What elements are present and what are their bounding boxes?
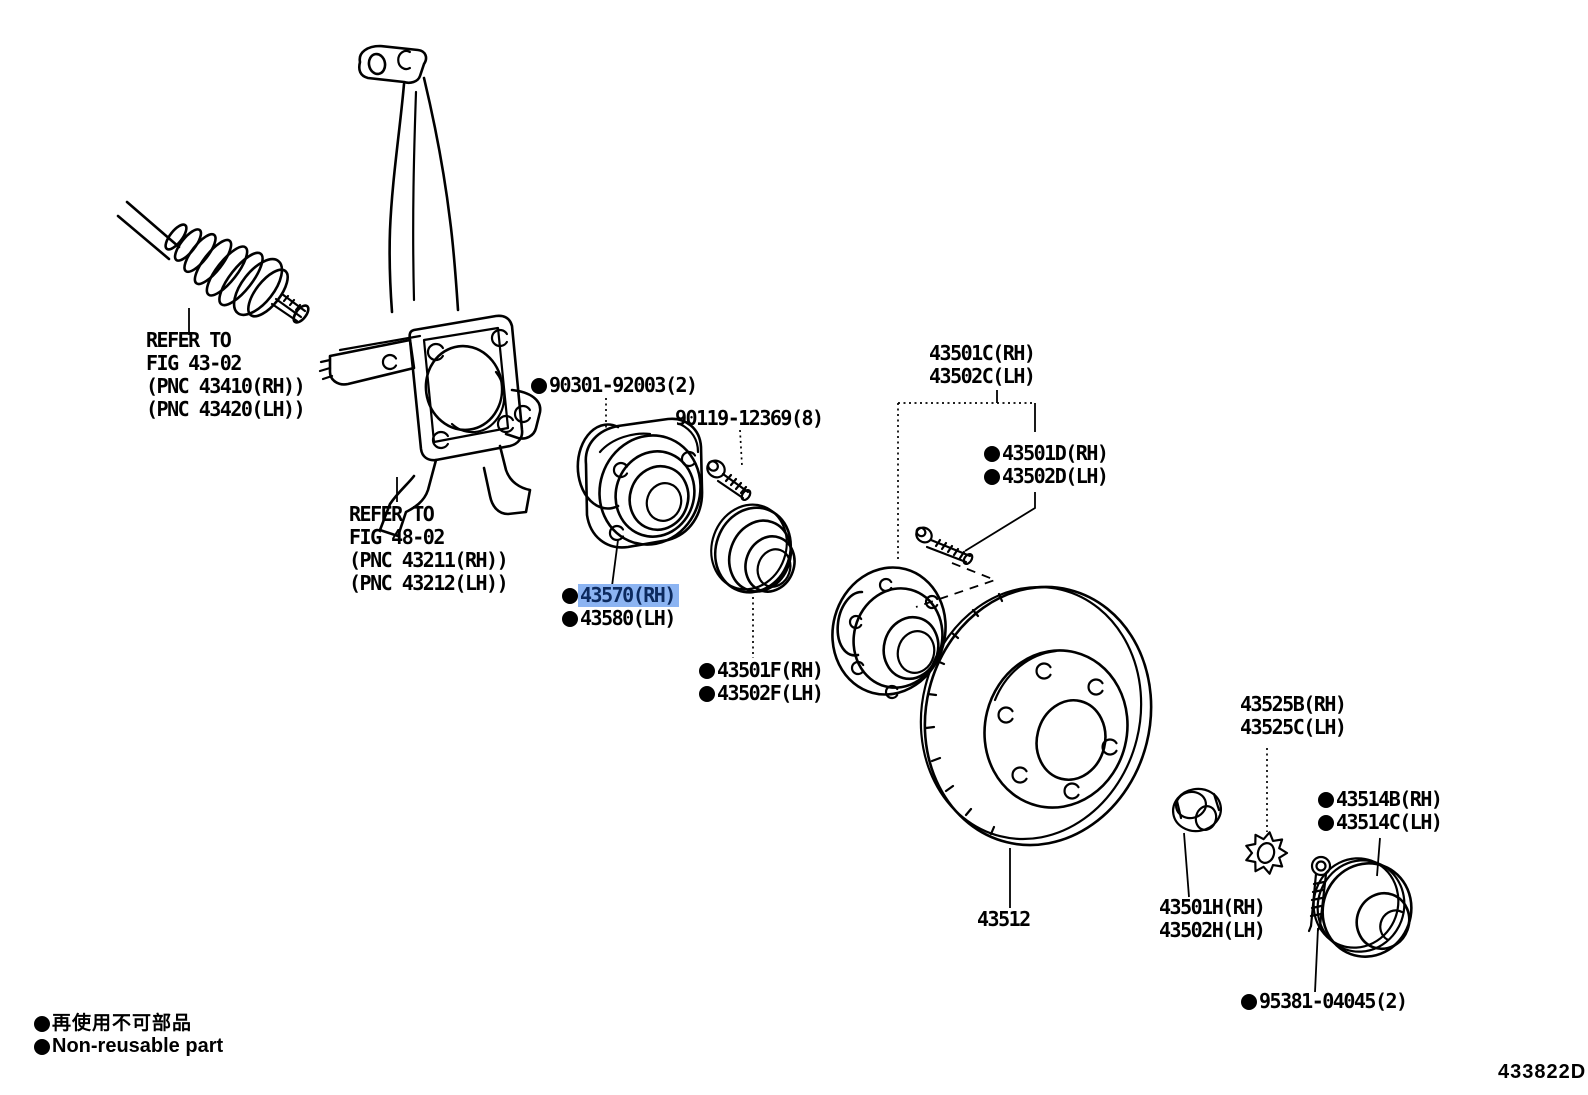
selected-part-highlight: 43570(RH) (578, 584, 679, 607)
refer-note-fig48: REFER TO FIG 48-02 (PNC 43211(RH)) (PNC … (349, 502, 509, 595)
hub-bolt-drawing (706, 459, 752, 502)
part-callout-lock-washer[interactable]: 43525B(RH) 43525C(LH) (1240, 692, 1347, 739)
part-callout-grease-cap[interactable]: 43514B(RH) 43514C(LH) (1318, 788, 1443, 834)
non-reusable-dot-icon (1318, 814, 1334, 831)
non-reusable-dot-icon (984, 445, 1000, 462)
oring-drawing (576, 423, 620, 510)
part-callout-hub[interactable]: 43501C(RH) 43502C(LH) (929, 341, 1036, 388)
drive-shaft-drawing (116, 200, 310, 324)
legend-text-en: Non-reusable part (52, 1035, 224, 1057)
non-reusable-dot-icon (1318, 791, 1334, 808)
part-callout-cotter-pin[interactable]: 95381-04045(2) (1241, 990, 1408, 1013)
part-callout-stud[interactable]: 43501D(RH) 43502D(LH) (984, 442, 1109, 488)
non-reusable-dot-icon (34, 1015, 50, 1032)
brake-disc-drawing (919, 585, 1153, 847)
part-callout-seal[interactable]: 43501F(RH) 43502F(LH) (699, 659, 824, 705)
hub-stud-drawing (915, 526, 974, 566)
figure-code: 433822D (1498, 1061, 1587, 1083)
legend-text-jp: 再使用不可部品 (52, 1012, 193, 1034)
part-callout-hub-bolt[interactable]: 90119-12369(8) (675, 406, 824, 430)
leader-lines (188, 308, 1381, 993)
grease-cap-drawing (1312, 857, 1413, 958)
part-callout-bearing[interactable]: 43570(RH) 43580(LH) (562, 584, 679, 630)
refer-note-fig43: REFER TO FIG 43-02 (PNC 43410(RH)) (PNC … (146, 328, 306, 421)
non-reusable-dot-icon (699, 685, 715, 702)
part-callout-oring[interactable]: 90301-92003(2) (531, 374, 698, 397)
steering-knuckle-drawing (318, 44, 542, 538)
hub-bearing-drawing (584, 417, 704, 549)
non-reusable-dot-icon (34, 1038, 50, 1055)
non-reusable-dot-icon (984, 468, 1000, 485)
part-callout-lock-nut[interactable]: 43501H(RH) 43502H(LH) (1159, 895, 1266, 942)
seal-drawing (710, 503, 796, 594)
lock-nut-drawing (1171, 787, 1223, 833)
non-reusable-dot-icon (699, 662, 715, 679)
legend: 再使用不可部品 Non-reusable part (34, 1012, 223, 1058)
non-reusable-dot-icon (1241, 993, 1257, 1010)
lock-washer-drawing (1245, 831, 1289, 875)
front-axle-hub-drawing (831, 566, 947, 700)
part-callout-disc[interactable]: 43512 (977, 907, 1031, 931)
non-reusable-dot-icon (531, 377, 547, 394)
non-reusable-dot-icon (562, 587, 578, 604)
non-reusable-dot-icon (562, 610, 578, 627)
